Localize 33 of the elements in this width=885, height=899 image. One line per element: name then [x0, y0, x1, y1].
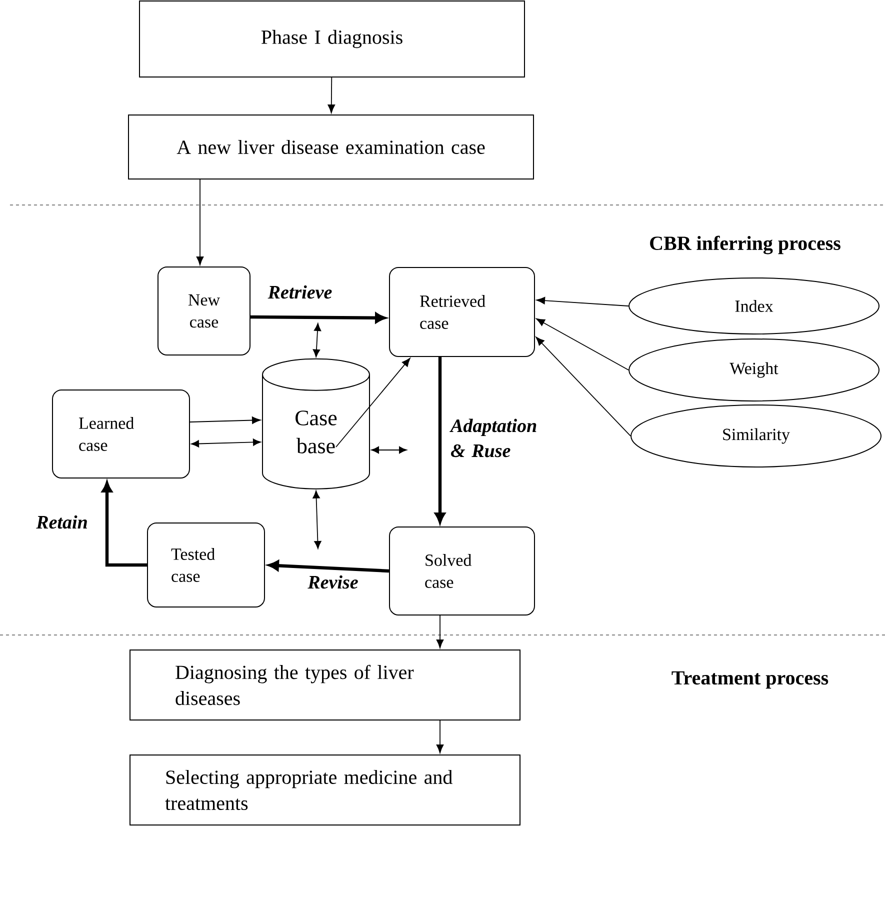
arrow [250, 312, 386, 324]
arrow [312, 323, 322, 358]
arrow [536, 318, 629, 370]
process-box: Diagnosing the types of liver diseases [130, 650, 520, 720]
arrow [436, 720, 444, 754]
case-box: Retrieved case [389, 267, 535, 357]
arrow [436, 615, 444, 648]
section-heading: Treatment process [672, 671, 828, 689]
arrow [336, 358, 410, 448]
arrow [102, 482, 147, 567]
case-box: New case [158, 266, 250, 356]
edge-label: Retain [36, 515, 87, 529]
arrow [268, 560, 390, 573]
edge-label: Revise [308, 575, 358, 589]
process-box: Phase I diagnosis [139, 0, 525, 78]
case-base-cylinder: Case base [262, 358, 370, 490]
case-box: Learned case [52, 390, 190, 478]
edge-label: Retrieve [268, 285, 332, 299]
arrow [536, 336, 631, 436]
arrow [312, 490, 322, 549]
arrow [191, 438, 261, 448]
arrow [536, 296, 629, 306]
process-box: Selecting appropriate medicine and treatments [130, 754, 520, 826]
process-box: A new liver disease examination case [128, 114, 534, 180]
case-box: Solved case [389, 526, 535, 616]
section-heading: CBR inferring process [650, 236, 840, 254]
case-box: Tested case [147, 522, 265, 608]
arrow [434, 357, 446, 524]
arrow [371, 446, 407, 454]
arrow [328, 77, 336, 114]
arrow [196, 179, 204, 266]
edge-label: Adaptation & Ruse [450, 418, 536, 458]
arrow [190, 416, 261, 424]
